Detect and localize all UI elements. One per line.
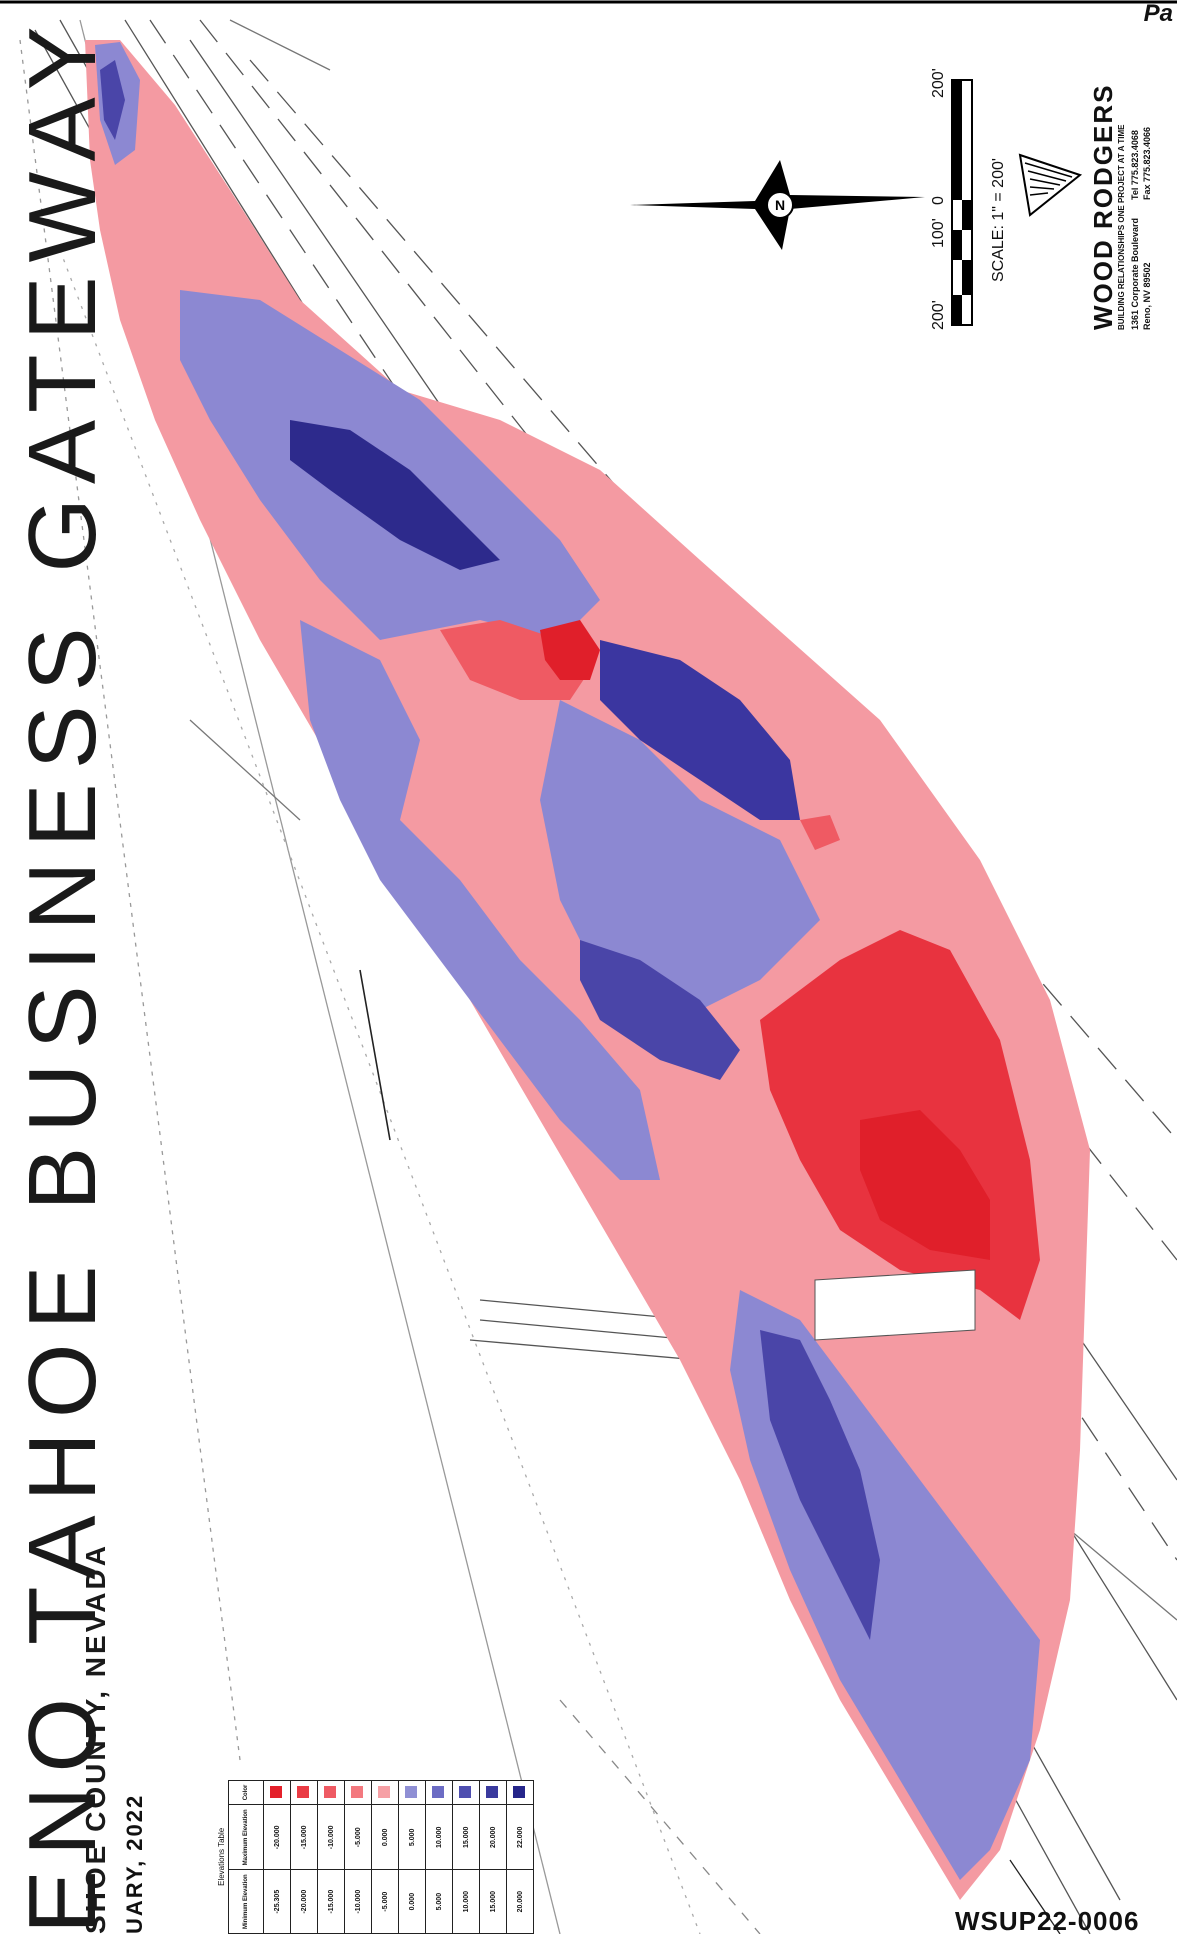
row-max-elevation: 5.000 (398, 1804, 426, 1870)
elevations-table-row: -20.000-15.000 (290, 1780, 318, 1934)
north-arrow: N (630, 160, 925, 250)
elevation-zone-navy-1 (290, 420, 500, 570)
elevations-table-header-row: Minimum Elevation Maximum Elevation Colo… (228, 1780, 264, 1934)
row-min-elevation: 20.000 (506, 1869, 534, 1934)
row-max-elevation: 15.000 (452, 1804, 480, 1870)
elevations-table-caption: Elevations Table (217, 1827, 226, 1886)
scale-tick-200-right: 200' (930, 68, 947, 98)
row-color-cell (479, 1780, 507, 1805)
color-swatch (297, 1786, 309, 1799)
elevation-zone-blue-5 (100, 60, 125, 140)
elevation-zone-red-small (800, 815, 840, 850)
row-color-cell (371, 1780, 399, 1805)
north-arrow-label: N (775, 197, 785, 213)
color-swatch (270, 1786, 282, 1799)
row-min-elevation: -10.000 (344, 1869, 372, 1934)
color-swatch (405, 1786, 417, 1799)
header-color: Color (228, 1780, 264, 1805)
color-swatch (324, 1786, 336, 1799)
elevation-zone-blue-3 (580, 940, 740, 1080)
elevation-zone-navy-2 (600, 640, 800, 820)
excluded-area (814, 1269, 976, 1341)
row-max-elevation: 22.000 (506, 1804, 534, 1870)
row-min-elevation: -25.305 (263, 1869, 291, 1934)
color-swatch (459, 1786, 471, 1799)
project-subtitle: SHOE COUNTY, NEVADA (80, 1543, 111, 1934)
elevation-zone-lavender-west (300, 620, 660, 1180)
elevation-zone-red-spot (540, 620, 600, 680)
row-min-elevation: -5.000 (371, 1869, 399, 1934)
scale-tick-200-left: 200' (930, 300, 947, 330)
row-max-elevation: -10.000 (317, 1804, 345, 1870)
elevations-table: Elevations Table Minimum Elevation Maxim… (215, 1779, 534, 1934)
firm-tel: Tel 775.823.4068 (1130, 130, 1140, 200)
row-min-elevation: -15.000 (317, 1869, 345, 1934)
header-min: Minimum Elevation (228, 1869, 264, 1934)
color-swatch (378, 1786, 390, 1799)
row-max-elevation: 0.000 (371, 1804, 399, 1870)
color-swatch (432, 1786, 444, 1799)
elevation-zone-blue-4 (760, 1330, 880, 1640)
row-min-elevation: 10.000 (452, 1869, 480, 1934)
row-color-cell (317, 1780, 345, 1805)
row-max-elevation: 20.000 (479, 1804, 507, 1870)
elevation-zone-lavender-center (540, 700, 820, 1020)
row-color-cell (263, 1780, 291, 1805)
scale-tick-0: 0 (930, 196, 947, 205)
page-label: Pa (1143, 0, 1173, 27)
color-swatch (513, 1786, 525, 1799)
scale-tick-100: 100' (930, 218, 947, 248)
firm-address-line1: 1361 Corporate Boulevard (1130, 217, 1140, 330)
row-min-elevation: -20.000 (290, 1869, 318, 1934)
firm-address-line2: Reno, NV 89502 (1142, 262, 1152, 330)
row-color-cell (452, 1780, 480, 1805)
color-swatch (351, 1786, 363, 1799)
firm-tagline: BUILDING RELATIONSHIPS ONE PROJECT AT A … (1117, 124, 1126, 331)
header-max: Maximum Elevation (228, 1804, 264, 1870)
row-min-elevation: 5.000 (425, 1869, 453, 1934)
row-color-cell (290, 1780, 318, 1805)
row-color-cell (344, 1780, 372, 1805)
elevations-table-row: -10.000-5.000 (344, 1780, 372, 1934)
row-max-elevation: -20.000 (263, 1804, 291, 1870)
row-color-cell (398, 1780, 426, 1805)
firm-logo-icon (1018, 153, 1083, 217)
row-min-elevation: 15.000 (479, 1869, 507, 1934)
elevation-zone-red-dark (860, 1110, 990, 1260)
firm-name: WOOD RODGERS (1088, 83, 1118, 330)
elevations-table-body: -25.305-20.000-20.000-15.000-15.000-10.0… (263, 1780, 534, 1934)
elevations-table-row: -15.000-10.000 (317, 1780, 345, 1934)
permit-number: WSUP22-0006 (955, 1906, 1140, 1936)
row-max-elevation: -5.000 (344, 1804, 372, 1870)
row-min-elevation: 0.000 (398, 1869, 426, 1934)
scale-ratio-text: SCALE: 1" = 200' (990, 158, 1007, 282)
elevations-table-row: -25.305-20.000 (263, 1780, 291, 1934)
firm-fax: Fax 775.823.4066 (1142, 126, 1152, 200)
row-color-cell (506, 1780, 534, 1805)
row-max-elevation: 10.000 (425, 1804, 453, 1870)
color-swatch (486, 1786, 498, 1799)
row-color-cell (425, 1780, 453, 1805)
scale-bar (951, 79, 973, 326)
row-max-elevation: -15.000 (290, 1804, 318, 1870)
project-date: UARY, 2022 (122, 1793, 147, 1934)
